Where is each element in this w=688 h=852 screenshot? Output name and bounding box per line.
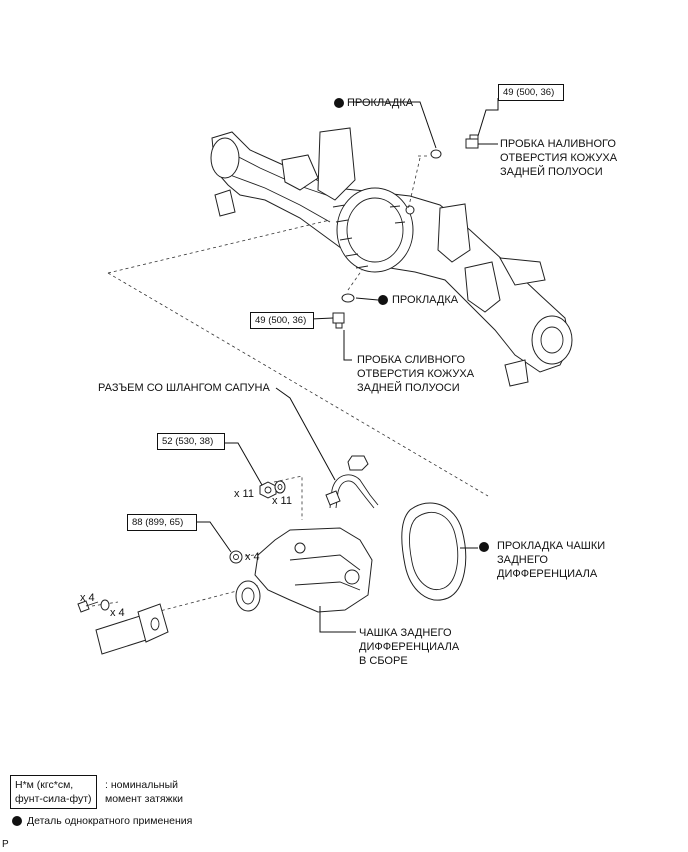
drain-gasket (341, 293, 355, 303)
quantity-shaft-washer: x 4 (110, 607, 125, 619)
corner-mark: P (2, 839, 9, 850)
breather-hose-connector (325, 455, 379, 509)
filler-plug (465, 134, 479, 149)
propeller-shaft-bolt (77, 600, 99, 613)
torque-spec-filler: 49 (500, 36) (498, 84, 564, 101)
torque-spec-drain: 49 (500, 36) (250, 312, 314, 329)
torque-spec-flange: 88 (899, 65) (127, 514, 197, 531)
legend-nonreusable-text: Деталь однократного применения (27, 815, 193, 827)
carrier-washer (274, 480, 286, 494)
drain-plug-label: ПРОБКА СЛИВНОГО ОТВЕРСТИЯ КОЖУХА ЗАДНЕЙ … (357, 354, 475, 394)
legend-nonreusable-mark (12, 816, 22, 826)
carrier-gasket-label: ПРОКЛАДКА ЧАШКИ ЗАДНЕГО ДИФФЕРЕНЦИАЛА (497, 540, 606, 580)
breather-hose-label: РАЗЪЕМ СО ШЛАНГОМ САПУНА (98, 382, 270, 394)
nonreusable-mark (378, 295, 388, 305)
quantity-washer: x 11 (272, 495, 292, 507)
carrier-assembly-label: ЧАШКА ЗАДНЕГО ДИФФЕРЕНЦИАЛА В СБОРЕ (359, 627, 460, 667)
gasket-label-mid: ПРОКЛАДКА (392, 294, 459, 306)
gasket-label-top: ПРОКЛАДКА (347, 97, 414, 109)
flange-nut (229, 550, 243, 564)
filler-gasket (430, 149, 442, 159)
carrier-nut (259, 481, 277, 499)
filler-plug-label: ПРОБКА НАЛИВНОГО ОТВЕРСТИЯ КОЖУХА ЗАДНЕЙ… (500, 138, 618, 178)
legend-torque-description: : номинальный момент затяжки (105, 779, 184, 805)
propeller-shaft (95, 603, 169, 655)
quantity-flange-nut: x 4 (245, 551, 260, 563)
quantity-bolt: x 4 (80, 592, 95, 604)
nonreusable-mark (334, 98, 344, 108)
quantity-nut: x 11 (234, 488, 254, 500)
nonreusable-mark (479, 542, 489, 552)
rear-axle-housing (210, 127, 573, 387)
legend-torque-box: Н*м (кгс*см, фунт-сила-фут) (10, 775, 97, 809)
differential-carrier-assembly (235, 527, 373, 613)
differential-carrier-gasket (401, 502, 467, 601)
torque-spec-nut: 52 (530, 38) (157, 433, 225, 450)
propeller-shaft-washer (100, 599, 110, 611)
drain-plug (332, 312, 345, 329)
